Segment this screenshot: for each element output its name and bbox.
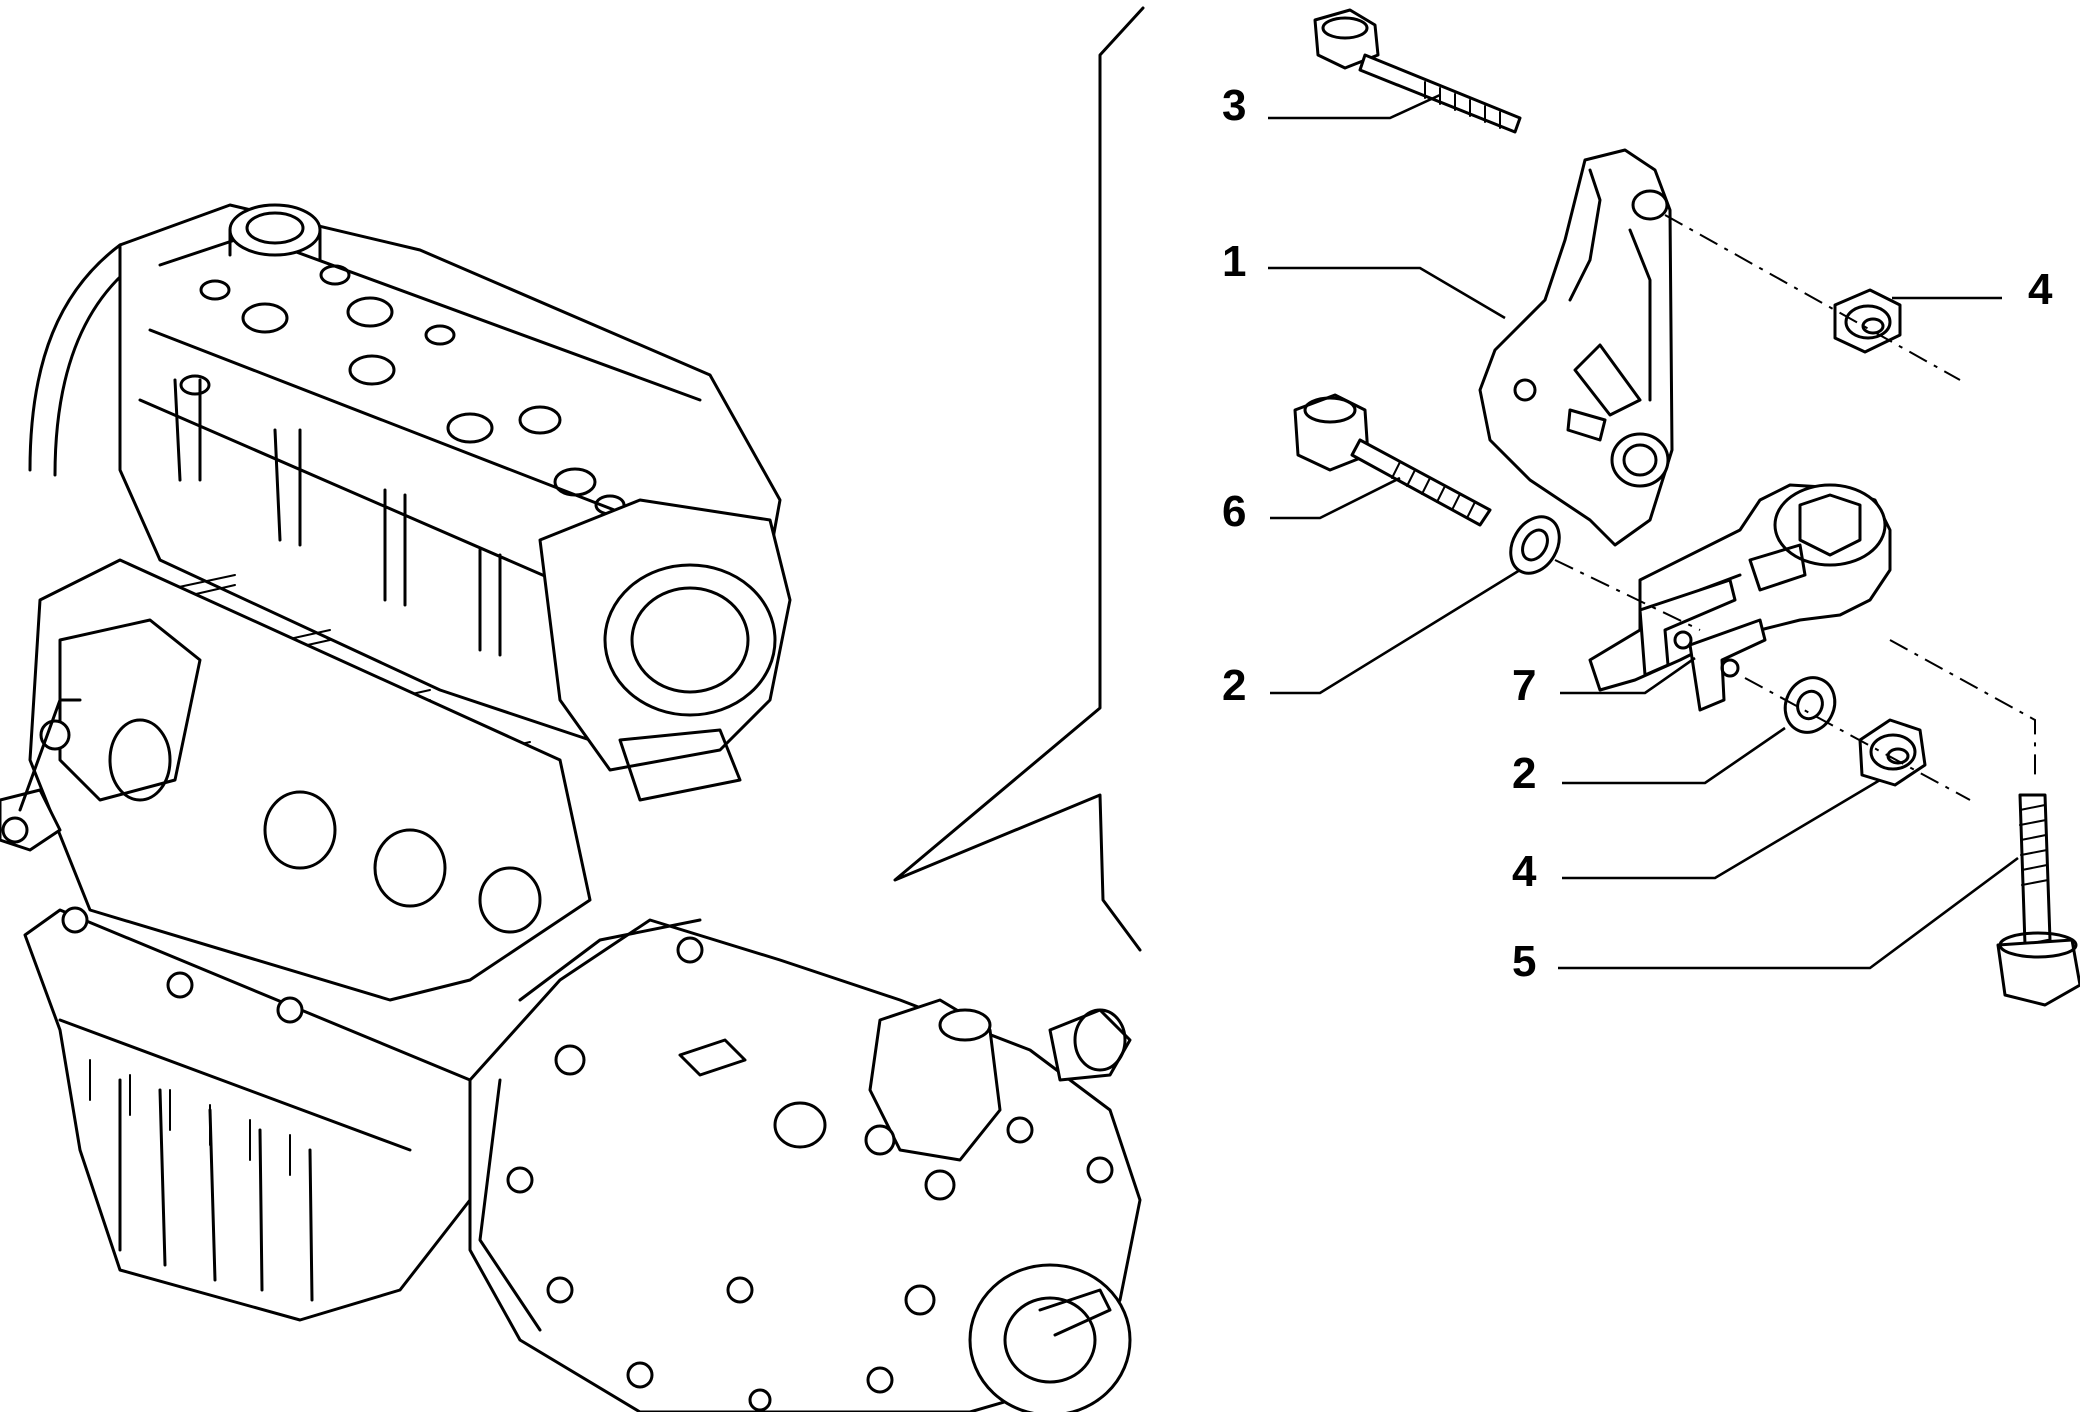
callout-2-left: 2 <box>1222 661 1246 710</box>
bolt-part-3 <box>1313 8 1522 134</box>
callout-4-lower: 4 <box>1512 847 1537 896</box>
engine-gearbox-assembly <box>0 203 1142 1412</box>
washer-part-2-lower <box>1783 676 1837 734</box>
detail-callout-border <box>893 6 1145 952</box>
nut-part-4-upper <box>1833 288 1902 354</box>
callout-1: 1 <box>1222 237 1246 286</box>
torque-rod-part-7 <box>1588 483 1892 712</box>
assembly-axis-lines <box>1554 214 2036 801</box>
callout-6: 6 <box>1222 487 1246 536</box>
callout-4-upper: 4 <box>2028 265 2053 314</box>
bracket-part-1 <box>1478 148 1674 547</box>
callout-5: 5 <box>1512 937 1536 986</box>
bolt-part-6 <box>1293 393 1492 527</box>
callout-7: 7 <box>1512 661 1536 710</box>
callout-labels: 3 1 4 6 2 7 2 4 5 <box>1222 81 2053 986</box>
washer-part-2-upper <box>1509 515 1561 575</box>
nut-part-4-lower <box>1858 718 1927 787</box>
callout-3: 3 <box>1222 81 1246 130</box>
bolt-part-5 <box>1996 793 2080 1007</box>
callout-2-right: 2 <box>1512 749 1536 798</box>
leader-lines <box>1268 93 2019 970</box>
